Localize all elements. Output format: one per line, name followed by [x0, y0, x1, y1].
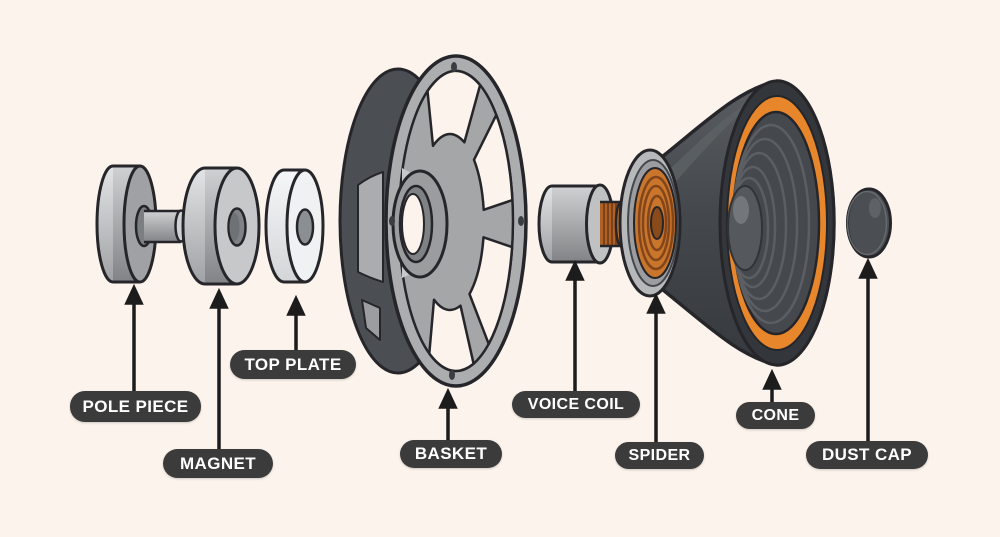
label-voice-coil: VOICE COIL	[512, 391, 640, 418]
top-plate-graphic	[264, 168, 325, 284]
label-magnet: MAGNET	[163, 449, 273, 478]
arrow-pole-piece	[124, 283, 144, 391]
cone-graphic	[639, 79, 836, 367]
dust-cap-graphic	[846, 187, 892, 259]
label-pole-piece: POLE PIECE	[70, 391, 201, 422]
voice-coil-graphic	[537, 183, 628, 265]
label-basket: BASKET	[400, 440, 502, 468]
label-spider: SPIDER	[615, 442, 704, 469]
arrow-top-plate	[286, 294, 306, 350]
arrows	[124, 257, 878, 449]
pole-piece-graphic	[95, 164, 188, 284]
label-spider-text: SPIDER	[628, 446, 691, 464]
label-magnet-text: MAGNET	[179, 453, 257, 473]
basket-graphic	[338, 54, 528, 388]
label-dust-cap: DUST CAP	[806, 441, 928, 469]
label-voice-coil-text: VOICE COIL	[527, 395, 625, 413]
label-pole-piece-text: POLE PIECE	[82, 396, 189, 416]
spider-graphic	[618, 148, 682, 298]
arrow-magnet	[209, 287, 229, 449]
arrow-voice-coil	[565, 259, 585, 391]
arrow-spider	[646, 292, 666, 442]
label-cone: CONE	[736, 402, 815, 429]
label-basket-text: BASKET	[414, 444, 488, 463]
arrow-basket	[438, 387, 458, 440]
label-cone-text: CONE	[751, 406, 800, 424]
magnet-graphic	[181, 166, 261, 286]
arrow-cone	[762, 368, 782, 402]
label-dust-cap-text: DUST CAP	[821, 445, 913, 464]
label-top-plate: TOP PLATE	[230, 350, 356, 379]
label-top-plate-text: TOP PLATE	[244, 354, 342, 374]
arrow-dust-cap	[858, 257, 878, 441]
